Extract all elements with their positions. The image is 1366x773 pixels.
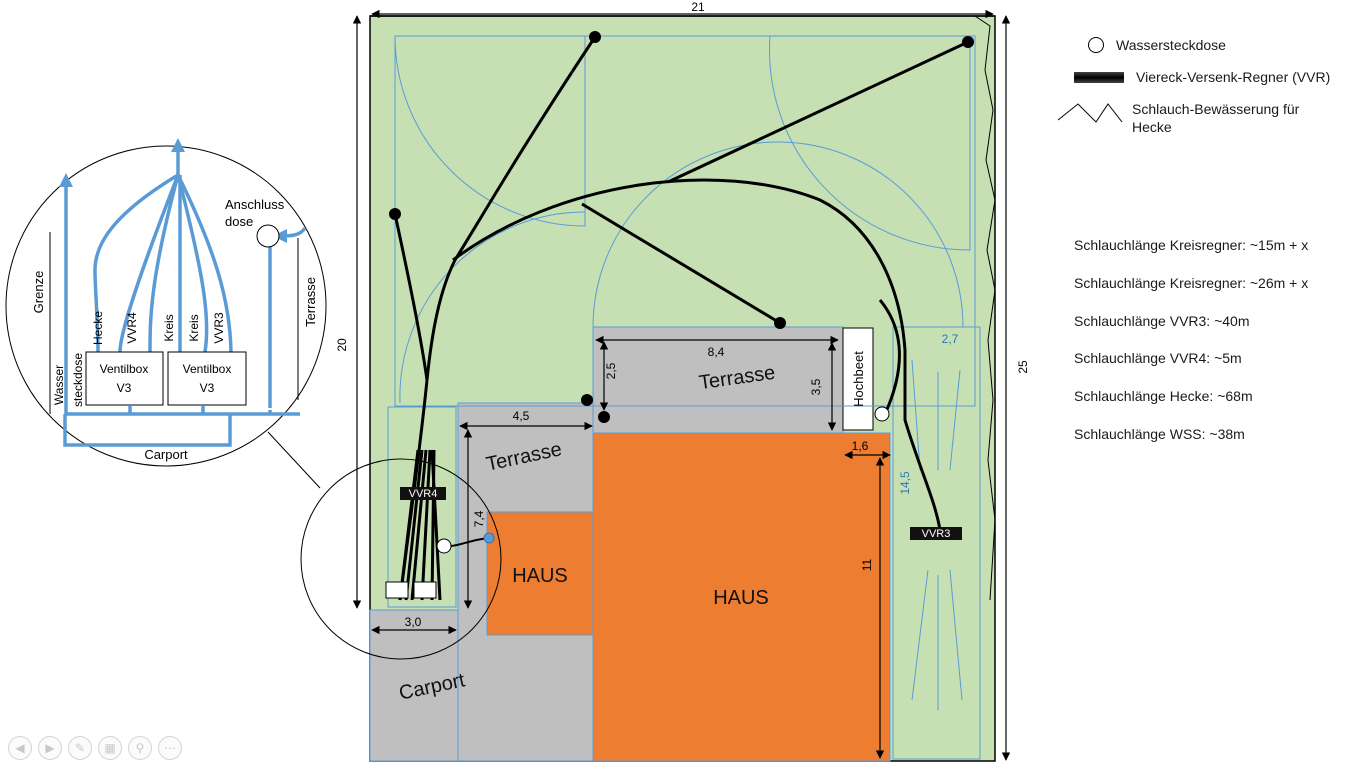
dim-terrace-left-w: 4,5 <box>513 409 530 423</box>
hose-lines <box>393 36 969 601</box>
anschluss-socket-icon <box>256 224 280 248</box>
detail-steckdose: steckdose <box>71 353 85 407</box>
water-socket-icon <box>436 538 452 554</box>
sprinkler-head <box>598 411 610 423</box>
detail-kreis-2: Kreis <box>187 314 201 341</box>
dim-width: 21 <box>691 0 705 14</box>
sprinkler-heads <box>389 31 974 423</box>
detail-view: Ventilbox V3 Ventilbox V3 Anschluss dose… <box>5 138 327 467</box>
house-small-label: HAUS <box>512 565 568 587</box>
dim-house-h: 11 <box>860 558 874 571</box>
zoom-icon[interactable]: ⚲ <box>128 736 152 760</box>
detail-vvr4: VVR4 <box>125 312 139 344</box>
dim-7-4: 7,4 <box>472 510 486 527</box>
next-icon[interactable]: ▶ <box>38 736 62 760</box>
legend-hedge: Schlauch-Bewässerung für Hecke <box>1056 100 1299 136</box>
hose-length-item: Schlauchlänge Kreisregner: ~15m + x <box>1074 237 1309 253</box>
legend-hedge-line2: Hecke <box>1132 119 1172 135</box>
detail-hecke: Hecke <box>91 311 105 345</box>
hose-length-item: Schlauchlänge VVR3: ~40m <box>1074 312 1250 329</box>
hose-length-list: Schlauchlänge Kreisregner: ~15m + x Schl… <box>1074 236 1308 463</box>
valve-box-1 <box>85 351 164 406</box>
connection-dot <box>483 532 495 544</box>
house-big-label: HAUS <box>713 587 769 609</box>
slides-icon[interactable]: ▦ <box>98 736 122 760</box>
dim-strip-h: 14,5 <box>898 471 912 495</box>
detail-carport: Carport <box>144 447 188 462</box>
hose-length-item: Schlauchlänge Kreisregner: ~26m + x <box>1074 274 1309 291</box>
vvr3-tag <box>910 527 962 540</box>
legend-vvr-label: Viereck-Versenk-Regner (VVR) <box>1136 69 1331 85</box>
house-big <box>592 432 891 762</box>
vvr3-label: VVR3 <box>922 528 951 540</box>
dimension-labels: 21 20 25 8,4 3,5 2,5 1,6 2,7 14,5 11 4,5… <box>335 0 1030 629</box>
legend-water-socket: Wassersteckdose <box>1088 36 1226 54</box>
hose-length-item: Schlauchlänge VVR4: ~5m <box>1074 350 1242 367</box>
dim-height-right: 25 <box>1016 360 1030 374</box>
dim-height-left: 20 <box>335 338 349 352</box>
sprinkler-head <box>589 31 601 43</box>
sprinkler-head <box>389 208 401 220</box>
detail-box2-line2: V3 <box>200 381 215 395</box>
hose-length-item: Schlauchlänge WSS: ~38m <box>1074 425 1245 442</box>
detail-terrasse: Terrasse <box>303 277 318 327</box>
valve-box-2 <box>167 351 247 406</box>
vvr-bar-icon <box>1074 71 1124 83</box>
hochbeet-label: Hochbeet <box>851 351 866 407</box>
detail-box1-line1: Ventilbox <box>100 362 149 376</box>
more-icon[interactable]: ⋯ <box>158 736 182 760</box>
dimension-lines <box>352 9 1011 761</box>
dim-carport-w: 3,0 <box>405 615 422 629</box>
pen-icon[interactable]: ✎ <box>68 736 92 760</box>
dim-terrace-top-h: 3,5 <box>809 378 823 395</box>
detail-vvr3: VVR3 <box>212 312 226 344</box>
hose-length-item: Schlauchlänge Hecke: ~68m <box>1074 388 1253 405</box>
sprinkler-head <box>962 36 974 48</box>
vvr4-tag <box>400 487 446 500</box>
detail-anschluss-2: dose <box>225 214 253 229</box>
detail-wasser: Wasser <box>52 365 66 405</box>
carport-area <box>369 609 459 762</box>
zoom-focus-circle <box>300 458 502 660</box>
house-small <box>486 511 594 636</box>
detail-anschluss-1: Anschluss <box>225 197 285 212</box>
detail-grenze: Grenze <box>31 271 46 314</box>
sprinkler-head <box>774 317 786 329</box>
legend-hedge-line1: Schlauch-Bewässerung für <box>1132 101 1300 117</box>
detail-box2-line1: Ventilbox <box>183 362 232 376</box>
valve-box-small <box>413 581 437 599</box>
valve-box-small <box>385 581 409 599</box>
legend-water-socket-label: Wassersteckdose <box>1116 37 1226 53</box>
sprinkler-head <box>581 394 593 406</box>
detail-box1-line2: V3 <box>117 381 132 395</box>
water-socket-icon <box>874 406 890 422</box>
hedge-hose <box>974 15 996 601</box>
detail-pipes <box>59 138 307 447</box>
terrace-top-area <box>592 326 844 434</box>
vvr4-label: VVR4 <box>409 488 438 500</box>
zigzag-icon <box>1057 103 1123 123</box>
hochbeet-box <box>842 327 874 431</box>
legend-vvr: Viereck-Versenk-Regner (VVR) <box>1074 68 1330 86</box>
detail-kreis-1: Kreis <box>162 314 176 341</box>
water-socket-icon <box>1088 37 1104 53</box>
dim-strip-w: 2,7 <box>942 332 959 346</box>
slideshow-toolbar: ◀ ▶ ✎ ▦ ⚲ ⋯ <box>8 736 182 760</box>
dim-hochbeet-w: 1,6 <box>852 439 869 453</box>
prev-icon[interactable]: ◀ <box>8 736 32 760</box>
dim-2-5: 2,5 <box>604 362 618 379</box>
dim-terrace-top-w: 8,4 <box>708 345 725 359</box>
